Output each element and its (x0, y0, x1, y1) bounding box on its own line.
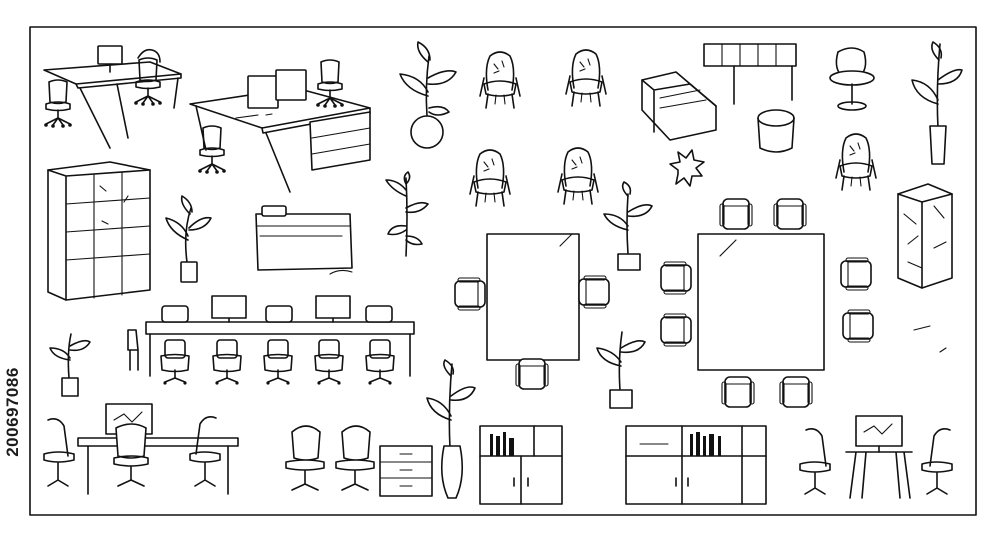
sheet-border (29, 26, 977, 516)
display-cabinet (897, 183, 953, 289)
stock-id-text: 200697086 (3, 367, 22, 457)
bookcase-small (479, 425, 563, 505)
tall-vase-plant (911, 41, 963, 165)
floor-scribble-right (913, 325, 947, 353)
meeting-table-small (454, 233, 610, 390)
reception-counter (255, 205, 353, 275)
desk-with-pedestal (189, 59, 371, 193)
bar-swivel-chair (829, 47, 875, 111)
potted-plant-small-left (165, 195, 212, 283)
sofa-module (641, 71, 717, 141)
partition-screen (703, 43, 797, 105)
storage-cabinet-left (47, 161, 151, 301)
potted-plant-small-left-lower (49, 333, 91, 397)
bookcase-wide (625, 425, 767, 505)
desk-workstation-bottom-left (43, 403, 239, 495)
branch-plant-center (385, 171, 429, 257)
vase-plant-bottom (426, 359, 476, 499)
meeting-table-large (660, 198, 874, 408)
desk-workstation-bottom-right (799, 415, 953, 499)
stock-id-label: 200697086 (2, 292, 24, 532)
flower-small (669, 149, 705, 187)
potted-plant-pot-round (399, 41, 457, 149)
potted-plant-ficus-lower (596, 331, 646, 409)
potted-plant-ficus (603, 181, 653, 271)
bench-desk-row (127, 295, 415, 386)
chairs-with-drawer-unit (285, 425, 433, 497)
desk-workstation-left (43, 45, 182, 149)
round-stool (757, 109, 795, 153)
